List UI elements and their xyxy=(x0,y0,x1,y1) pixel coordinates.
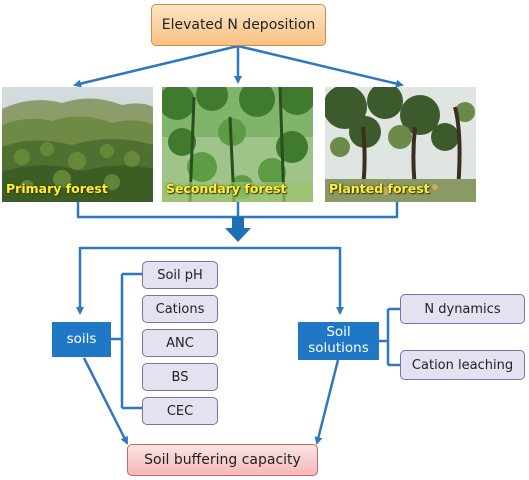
photo-primary-forest: Primary forest xyxy=(2,87,153,202)
soil-property-label: Soil pH xyxy=(157,267,203,283)
photo-label-secondary: Secondary forest xyxy=(166,181,287,196)
soils-node-label: soils xyxy=(66,330,97,347)
soil-solutions-label-line2: solutions xyxy=(308,340,369,356)
primary-forest-image xyxy=(2,87,153,202)
soils-node: soils xyxy=(52,322,111,357)
photo-secondary-forest: Secondary forest xyxy=(162,87,313,202)
bottom-node: Soil buffering capacity xyxy=(127,444,318,476)
photo-label-planted: Planted forest xyxy=(329,181,430,196)
bottom-node-label: Soil buffering capacity xyxy=(144,452,301,468)
arrow-soils-to-capacity xyxy=(82,357,129,445)
top-node-label: Elevated N deposition xyxy=(161,17,316,33)
soil-solutions-node: Soil solutions xyxy=(298,322,379,360)
soil-property-box: Soil pH xyxy=(142,261,218,289)
soil-property-box: ANC xyxy=(142,329,218,357)
arrow-to-primary xyxy=(73,44,239,88)
soil-property-label: Cations xyxy=(155,301,205,317)
soil-property-label: BS xyxy=(171,369,189,385)
soil-property-box: Cations xyxy=(142,295,218,323)
planted-forest-image xyxy=(325,87,476,202)
solution-property-label: N dynamics xyxy=(424,301,501,317)
arrow-solutions-to-capacity xyxy=(314,359,340,445)
arrow-to-planted xyxy=(237,44,404,88)
solution-property-box: N dynamics xyxy=(400,294,525,324)
merge-down-arrow xyxy=(225,217,251,242)
photo-planted-forest: Planted forest xyxy=(325,87,476,202)
solution-property-label: Cation leaching xyxy=(411,357,514,373)
soil-property-box: CEC xyxy=(142,397,218,425)
solution-property-box: Cation leaching xyxy=(400,350,525,380)
soil-property-box: BS xyxy=(142,363,218,391)
secondary-forest-image xyxy=(162,87,313,202)
soil-solutions-label-line1: Soil xyxy=(326,324,351,341)
top-node: Elevated N deposition xyxy=(151,4,326,46)
soil-property-label: CEC xyxy=(166,403,194,419)
photo-label-primary: Primary forest xyxy=(6,181,108,196)
soil-property-label: ANC xyxy=(166,335,194,351)
